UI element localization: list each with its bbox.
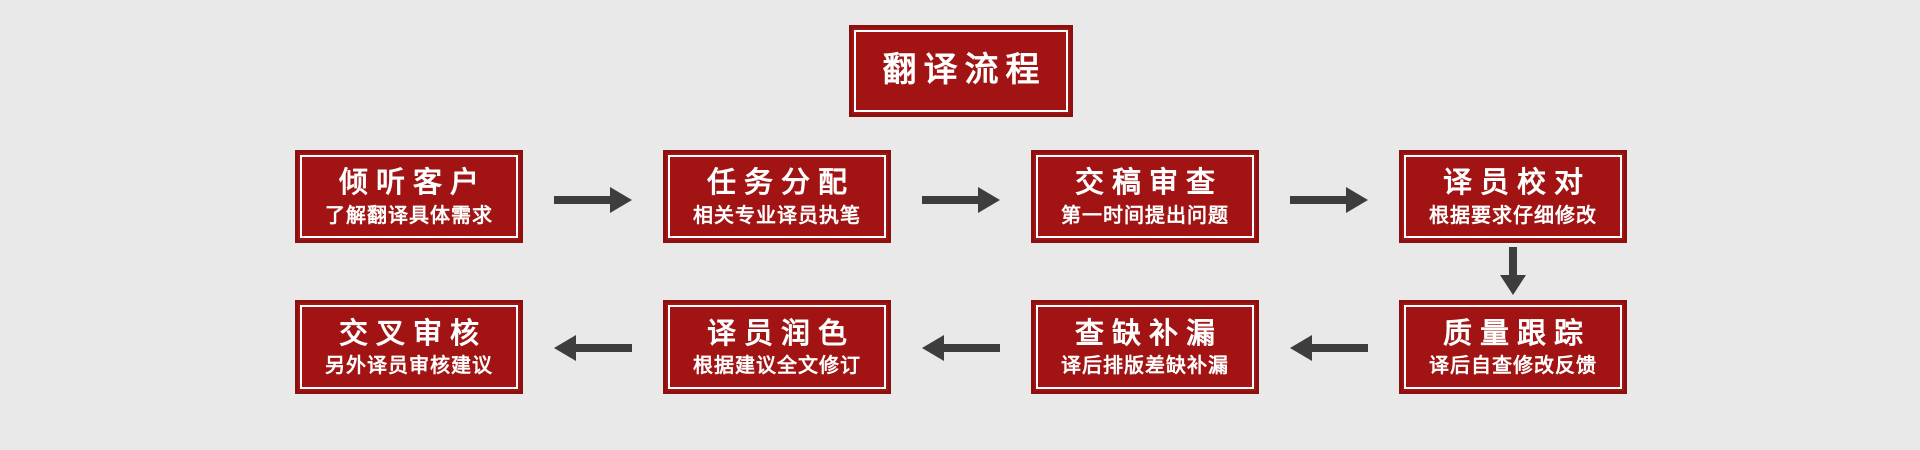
flowchart-title-box: 翻译流程 [849,25,1073,117]
arrow-down-icon [1500,247,1526,295]
arrow-right-icon [922,187,1000,213]
step-subtitle: 相关专业译员执笔 [693,202,861,227]
step-title: 质量跟踪 [1442,315,1591,350]
step-box-quality-tracking: 质量跟踪 译后自查修改反馈 [1399,300,1627,394]
arrow-left-icon [922,335,1000,361]
step-subtitle: 根据建议全文修订 [693,353,861,378]
step-box-draft-review: 交稿审查 第一时间提出问题 [1031,150,1259,243]
step-subtitle: 根据要求仔细修改 [1429,202,1597,227]
step-title: 倾听客户 [338,165,487,200]
step-title: 查缺补漏 [1074,315,1223,350]
step-box-translator-proofreading: 译员校对 根据要求仔细修改 [1399,150,1627,243]
arrow-left-icon [554,335,632,361]
step-title: 译员润色 [706,315,855,350]
step-subtitle: 第一时间提出问题 [1061,202,1229,227]
step-title: 译员校对 [1442,165,1591,200]
step-box-task-assignment: 任务分配 相关专业译员执笔 [663,150,891,243]
step-subtitle: 另外译员审核建议 [325,353,493,378]
flowchart-title: 翻译流程 [882,50,1047,91]
step-title: 交稿审查 [1074,165,1223,200]
step-title: 任务分配 [706,165,855,200]
step-subtitle: 译后自查修改反馈 [1429,353,1597,378]
step-subtitle: 了解翻译具体需求 [325,202,493,227]
step-box-translator-polishing: 译员润色 根据建议全文修订 [663,300,891,394]
arrow-right-icon [1290,187,1368,213]
step-box-gap-filling: 查缺补漏 译后排版差缺补漏 [1031,300,1259,394]
arrow-right-icon [554,187,632,213]
step-subtitle: 译后排版差缺补漏 [1061,353,1229,378]
step-title: 交叉审核 [338,315,487,350]
arrow-left-icon [1290,335,1368,361]
step-box-cross-review: 交叉审核 另外译员审核建议 [295,300,523,394]
step-box-listen-customer: 倾听客户 了解翻译具体需求 [295,150,523,243]
